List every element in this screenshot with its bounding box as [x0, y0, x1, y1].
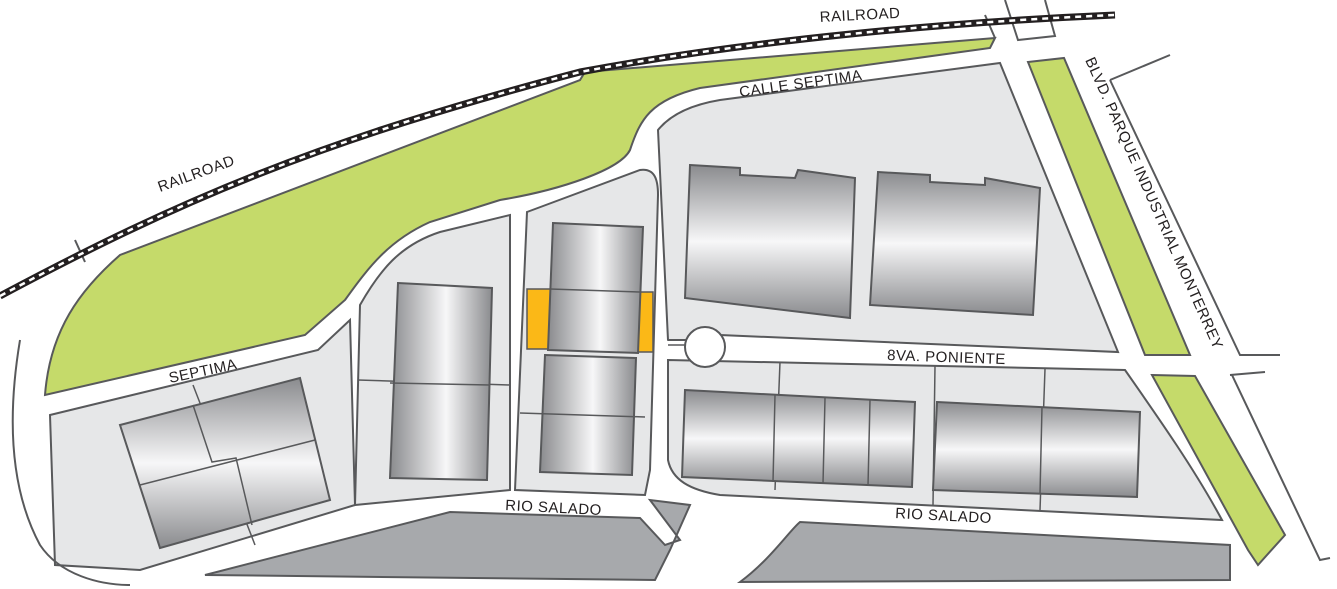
building-ne-2 [868, 170, 1042, 317]
building-divider [139, 404, 316, 526]
road-edge [11, 339, 131, 586]
green-area-north [43, 36, 997, 397]
building-divider [549, 288, 641, 293]
building-divider [1039, 406, 1043, 495]
cul-de-sac [684, 326, 726, 368]
label-railroad-top: RAILROAD [819, 5, 900, 26]
road-edge [1109, 54, 1331, 562]
green-strip-east-2 [1150, 373, 1287, 567]
building-divider [389, 382, 491, 386]
paved-area-1 [204, 498, 692, 582]
railroad-track-ties [0, 13, 1116, 298]
label-8va-poniente: 8VA. PONIENTE [887, 347, 1006, 368]
building-divider [772, 394, 871, 487]
building-ne-1 [683, 163, 857, 320]
green-strip-east-1 [1026, 56, 1192, 356]
highlighted-unit-west[interactable] [526, 288, 552, 350]
building-c-north [546, 221, 645, 355]
building-divider [519, 412, 646, 418]
building-b [388, 281, 494, 482]
paved-area-2 [736, 520, 1231, 584]
label-rio-salado-left: RIO SALADO [505, 497, 602, 519]
building-se-1 [680, 388, 917, 489]
building-se-2 [931, 400, 1142, 499]
label-rio-salado-right: RIO SALADO [895, 505, 992, 527]
